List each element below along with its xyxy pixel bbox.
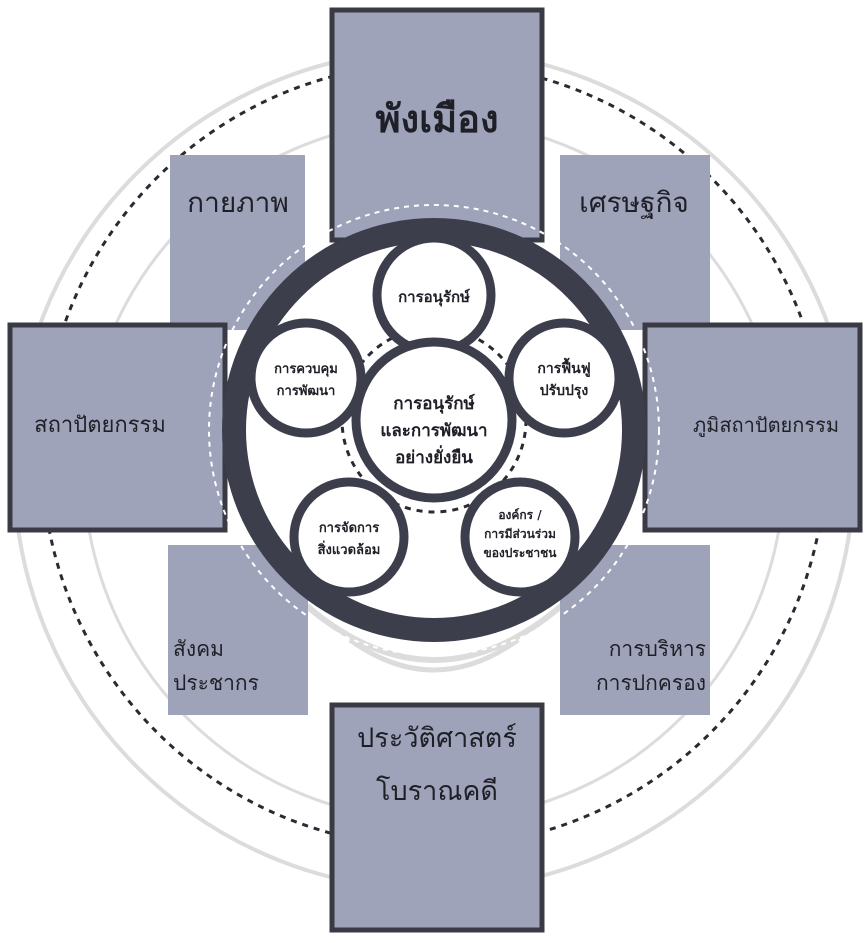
satellite-bottom-left-line1: การจัดการ — [319, 521, 379, 536]
label-upper-left: กายภาพ — [187, 186, 289, 219]
satellite-conservation: การอนุรักษ์ — [377, 238, 491, 352]
satellite-bottom-right-line2: การมีส่วนร่วม — [484, 527, 556, 541]
label-bottom-line2: โบราณคดี — [376, 776, 498, 807]
satellite-right-line2: ปรับปรุง — [540, 383, 589, 399]
satellite-bottom-right-line1: องค์กร / — [498, 508, 542, 522]
satellite-development-control: การควบคุม การพัฒนา — [251, 323, 361, 433]
satellite-environment: การจัดการ สิ่งแวดล้อม — [294, 482, 404, 592]
satellite-left-line2: การพัฒนา — [277, 384, 336, 399]
core-line1: การอนุรักษ์ — [393, 393, 475, 414]
label-right: ภูมิสถาปัตยกรรม — [693, 413, 839, 438]
label-left: สถาปัตยกรรม — [34, 413, 166, 438]
core-line2: และการพัฒนา — [380, 421, 487, 441]
label-lower-right-line2: การปกครอง — [596, 671, 706, 695]
satellite-left-line1: การควบคุม — [274, 362, 338, 377]
label-top: พังเมือง — [375, 97, 498, 141]
label-lower-right-line1: การบริหาร — [609, 637, 706, 661]
satellite-participation: องค์กร / การมีส่วนร่วม ของประชาชน — [465, 482, 575, 592]
satellite-bottom-left-line2: สิ่งแวดล้อม — [318, 540, 381, 558]
satellite-bottom-right-line3: ของประชาชน — [483, 546, 557, 560]
label-lower-left-line2: ประชากร — [173, 671, 259, 695]
label-upper-right: เศรษฐกิจ — [579, 186, 689, 219]
label-lower-left-line1: สังคม — [173, 637, 224, 661]
label-bottom-line1: ประวัติศาสตร์ — [357, 722, 517, 754]
satellite-restoration: การฟื้นฟู ปรับปรุง — [509, 323, 619, 433]
core-line3: อย่างยั่งยืน — [395, 445, 473, 468]
core-circle: การอนุรักษ์ และการพัฒนา อย่างยั่งยืน — [356, 342, 512, 498]
satellite-top-label: การอนุรักษ์ — [398, 288, 470, 307]
